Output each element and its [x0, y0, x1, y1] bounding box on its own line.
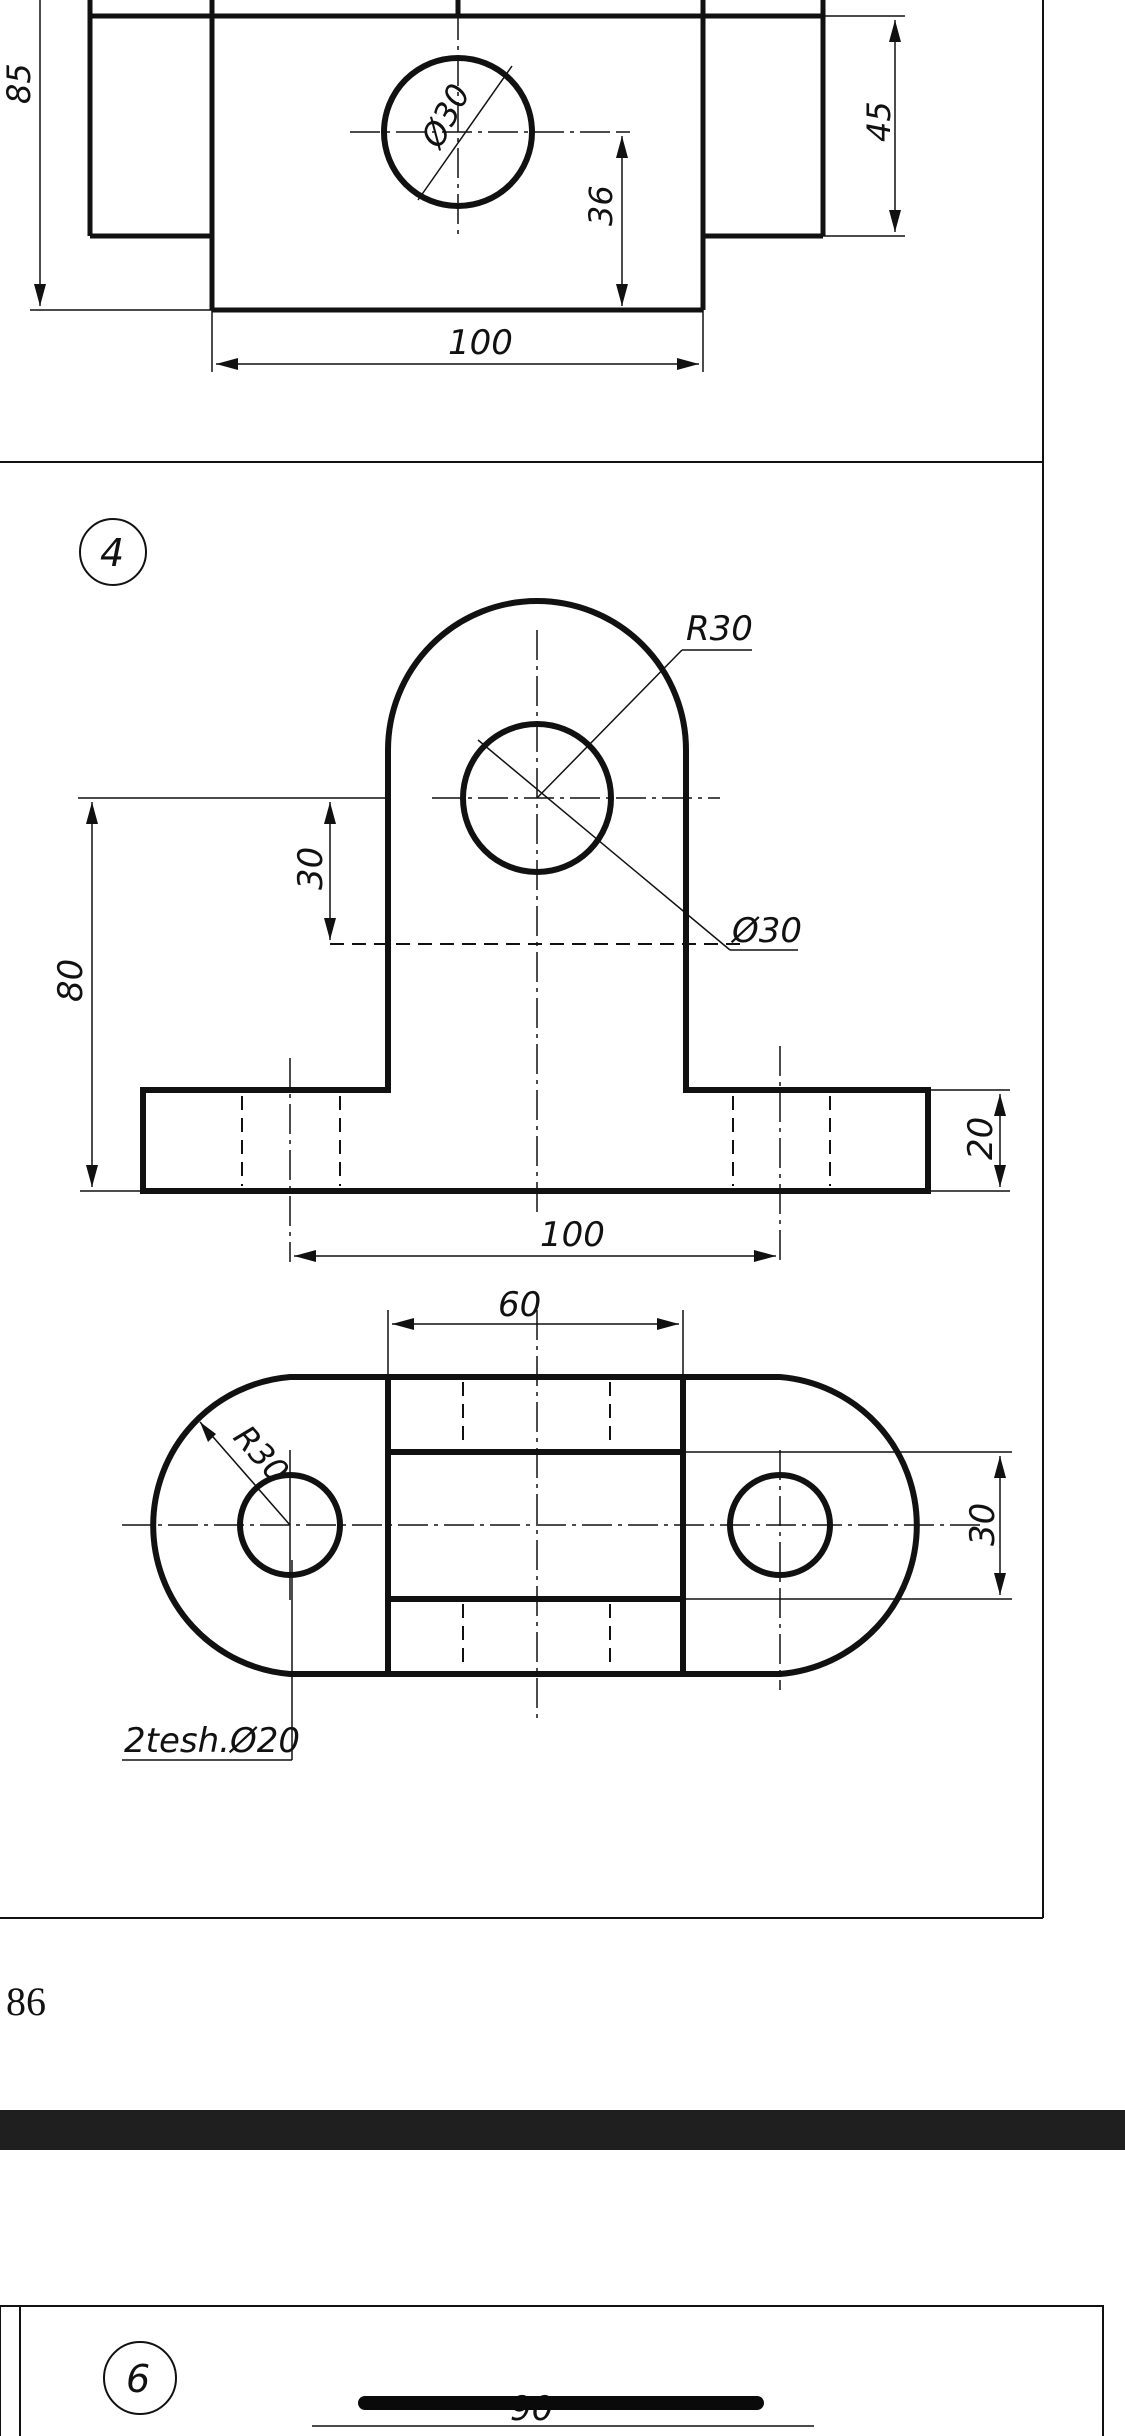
dim-30-height-label: 30: [291, 847, 331, 890]
drawing-4-number-badge: 4: [79, 518, 147, 586]
holes-note-label: 2tesh.Ø20: [124, 1721, 300, 1761]
drawing-4-top-view: [122, 1310, 1012, 1761]
drawing-6-number: 6: [126, 2357, 150, 2401]
dim-hole-diameter-label: Ø30: [730, 911, 802, 951]
dim-100-label: 100: [448, 323, 513, 363]
dim-100-label: 100: [540, 1215, 605, 1255]
dim-85-label: 85: [0, 63, 38, 104]
dim-80-label: 80: [51, 959, 91, 1002]
drawing-6-frame: [0, 2305, 1104, 2436]
dim-60-label: 60: [498, 1285, 541, 1325]
home-indicator[interactable]: [358, 2396, 764, 2410]
dim-20-label: 20: [961, 1117, 1001, 1160]
dim-36-label: 36: [582, 185, 620, 226]
dim-r30-end-label: R30: [226, 1418, 296, 1490]
drawing-3-front-view: [0, 0, 1044, 463]
page-separator-bar: [0, 2110, 1125, 2150]
dim-r30-top-label: R30: [686, 609, 753, 649]
dim-hole-diameter-label: Ø30: [413, 78, 478, 156]
dim-30-slot-label: 30: [963, 1503, 1003, 1546]
drawing-4-frame: [0, 462, 1044, 1919]
drawing-4-front-view: [78, 598, 1010, 1262]
drawing-6-number-badge: 6: [103, 2341, 177, 2415]
dim-45-label: 45: [860, 101, 898, 142]
page-number: 86: [6, 1979, 46, 2024]
drawing-4-number: 4: [100, 531, 124, 575]
